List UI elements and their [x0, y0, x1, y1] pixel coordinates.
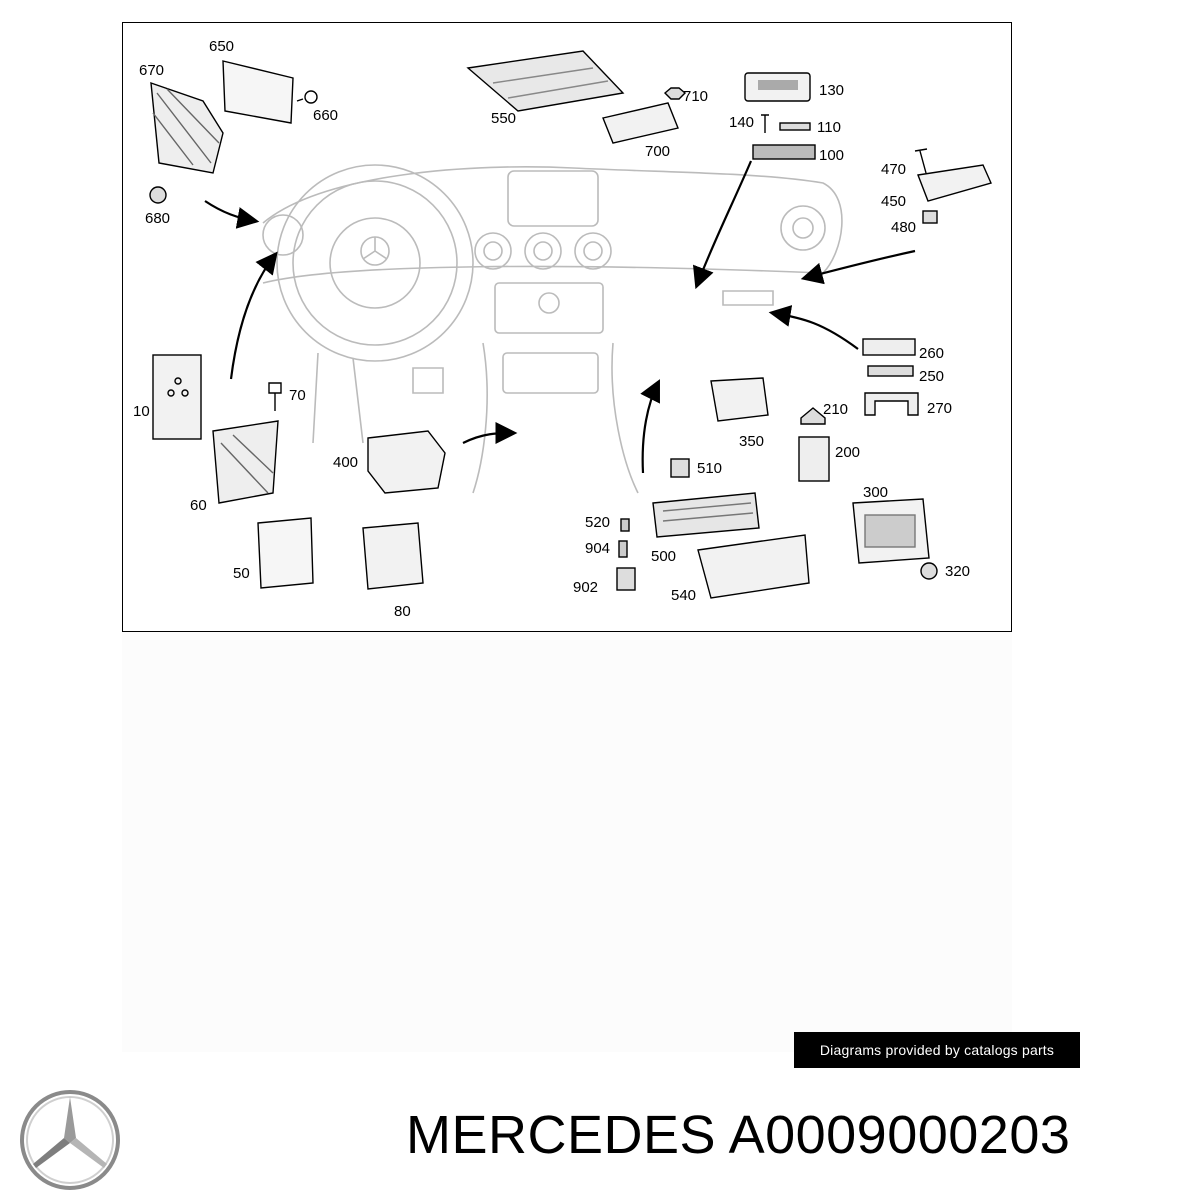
part-label: 80 — [394, 603, 411, 620]
part-label: 510 — [697, 460, 722, 477]
part-label: 70 — [289, 387, 306, 404]
part-label: 550 — [491, 110, 516, 127]
part-label: 320 — [945, 563, 970, 580]
part-label: 210 — [823, 401, 848, 418]
part-label: 260 — [919, 345, 944, 362]
diagram-canvas: 650 670 660 680 550 710 700 130 140 110 … — [133, 38, 992, 620]
part-label: 700 — [645, 143, 670, 160]
lower-background — [122, 632, 1012, 1052]
part-drawings — [149, 50, 992, 599]
part-label: 130 — [819, 82, 844, 99]
part-labels: 650 670 660 680 550 710 700 130 140 110 … — [133, 38, 970, 620]
part-label: 904 — [585, 540, 610, 557]
part-label: 500 — [651, 548, 676, 565]
part-label: 140 — [729, 114, 754, 131]
part-label: 520 — [585, 514, 610, 531]
part-label: 450 — [881, 193, 906, 210]
part-label: 480 — [891, 219, 916, 236]
part-label: 710 — [683, 88, 708, 105]
diagram-credit-badge: Diagrams provided by catalogs parts — [794, 1032, 1080, 1068]
part-label: 60 — [190, 497, 207, 514]
part-label: 540 — [671, 587, 696, 604]
part-label: 670 — [139, 62, 164, 79]
part-label: 100 — [819, 147, 844, 164]
part-label: 902 — [573, 579, 598, 596]
part-label: 110 — [817, 119, 841, 136]
part-label: 300 — [863, 484, 888, 501]
part-label: 250 — [919, 368, 944, 385]
part-title: MERCEDES A0009000203 — [406, 1105, 1071, 1165]
part-label: 680 — [145, 210, 170, 227]
part-label: 350 — [739, 433, 764, 450]
part-label: 200 — [835, 444, 860, 461]
part-label: 650 — [209, 38, 234, 55]
part-label: 470 — [881, 161, 906, 178]
part-label: 10 — [133, 403, 150, 420]
parts-diagram: 650 670 660 680 550 710 700 130 140 110 … — [122, 22, 1012, 632]
part-label: 270 — [927, 400, 952, 417]
part-label: 50 — [233, 565, 250, 582]
part-label: 660 — [313, 107, 338, 124]
part-label: 400 — [333, 454, 358, 471]
mercedes-star-icon — [20, 1090, 120, 1190]
pointer-arrows — [204, 160, 916, 474]
